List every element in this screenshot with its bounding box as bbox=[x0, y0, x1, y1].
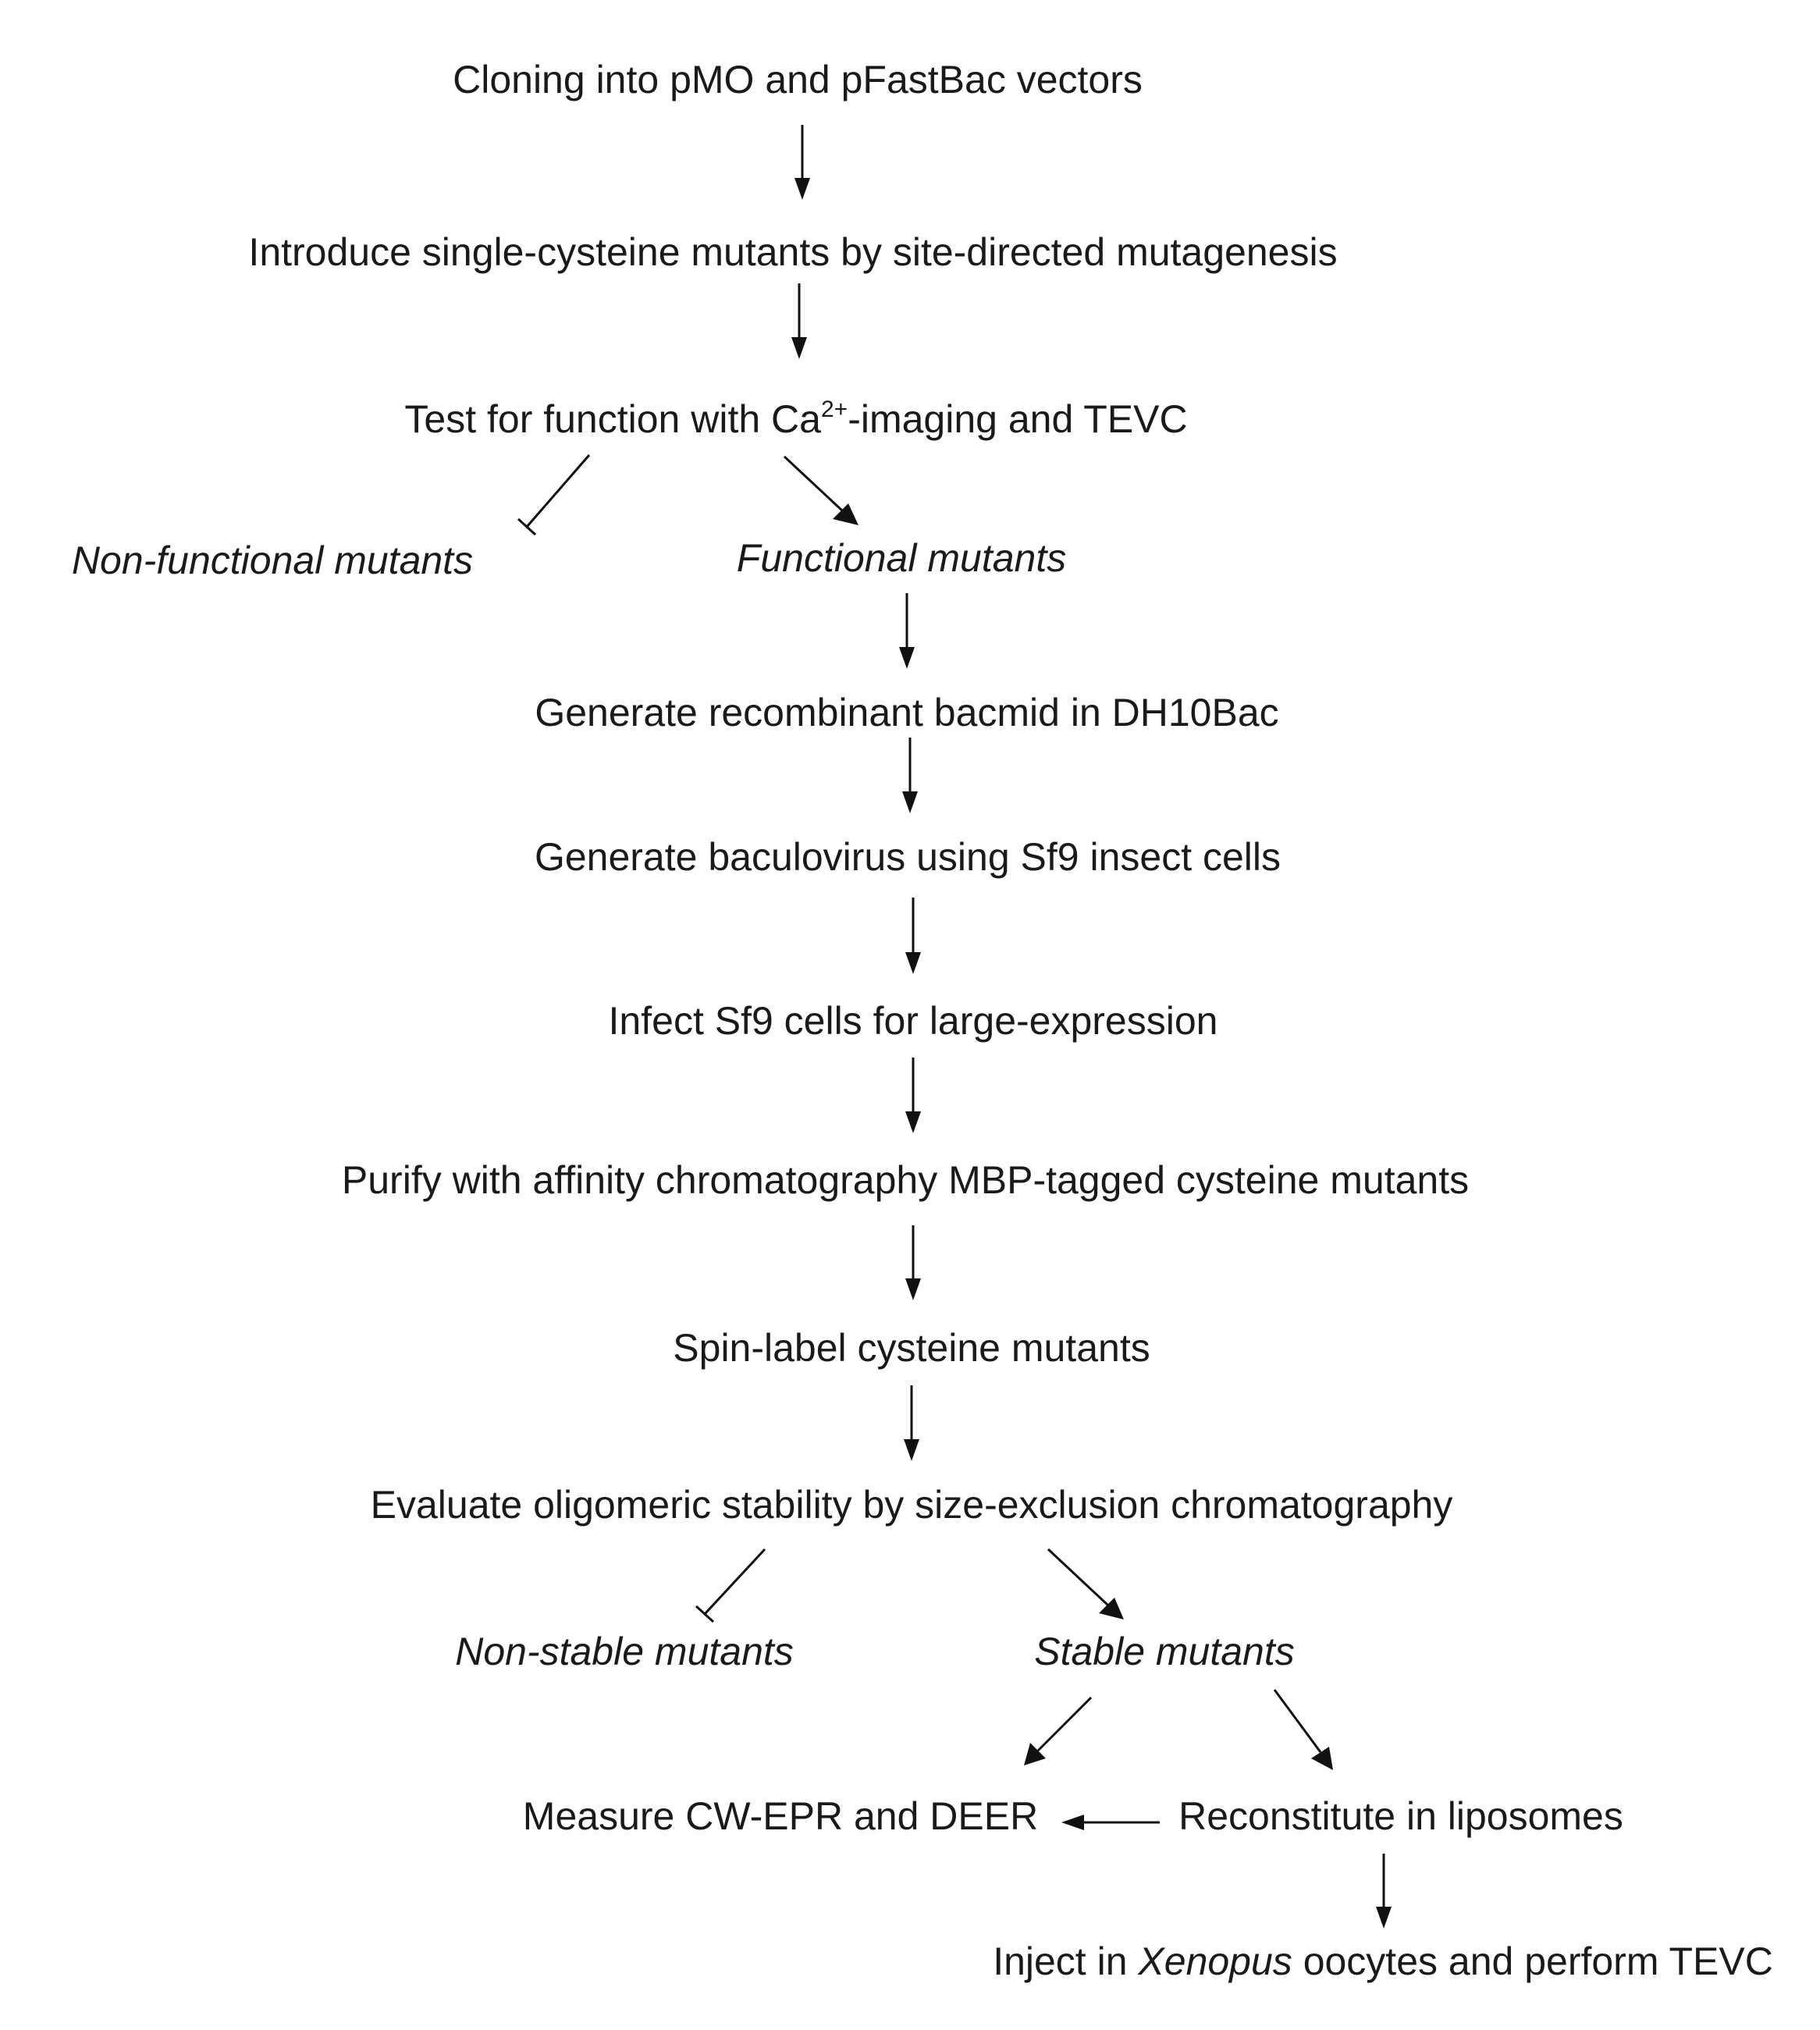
arrow-stable-to-measure bbox=[1024, 1696, 1093, 1765]
step-evaluate: Evaluate oligomeric stability by size-ex… bbox=[370, 1483, 1453, 1527]
step-baculovirus: Generate baculovirus using Sf9 insect ce… bbox=[534, 835, 1281, 879]
arrow-evaluate-to-stable bbox=[1047, 1548, 1124, 1619]
arrow-bacmid-to-baculovirus bbox=[902, 738, 918, 813]
arrow-cloning-to-mutagenesis bbox=[794, 125, 810, 200]
branch-stable: Stable mutants bbox=[1034, 1630, 1295, 1673]
inject-species: Xenopus bbox=[1138, 1939, 1292, 1983]
step-infect: Infect Sf9 cells for large-expression bbox=[608, 999, 1218, 1043]
step-reconstitute: Reconstitute in liposomes bbox=[1178, 1794, 1623, 1838]
step-inject: Inject in Xenopus oocytes and perform TE… bbox=[993, 1938, 1773, 1985]
test-function-prefix: Test for function with Ca bbox=[404, 397, 821, 441]
arrow-spin-label-to-evaluate bbox=[904, 1385, 919, 1461]
arrow-reconstitute-to-measure bbox=[1061, 1815, 1160, 1830]
arrow-mutagenesis-to-test bbox=[791, 283, 807, 359]
step-mutagenesis: Introduce single-cysteine mutants by sit… bbox=[248, 230, 1338, 274]
step-measure: Measure CW-EPR and DEER bbox=[522, 1794, 1039, 1838]
step-cloning: Cloning into pMO and pFastBac vectors bbox=[453, 58, 1143, 101]
arrow-functional-to-bacmid bbox=[899, 593, 915, 669]
arrow-stable-to-reconstitute bbox=[1273, 1689, 1333, 1770]
step-purify: Purify with affinity chromatography MBP-… bbox=[341, 1158, 1470, 1202]
branch-non-stable: Non-stable mutants bbox=[455, 1630, 794, 1673]
inject-prefix: Inject in bbox=[993, 1939, 1139, 1983]
arrow-test-to-functional bbox=[783, 455, 858, 525]
test-function-superscript: 2+ bbox=[820, 396, 848, 423]
inhibit-test-to-non-functional bbox=[517, 454, 591, 536]
inject-suffix: oocytes and perform TEVC bbox=[1292, 1939, 1773, 1983]
inhibit-evaluate-to-non-stable bbox=[695, 1548, 766, 1623]
test-function-suffix: -imaging and TEVC bbox=[848, 397, 1188, 441]
arrow-baculovirus-to-infect bbox=[905, 898, 921, 974]
step-test-function: Test for function with Ca2+-imaging and … bbox=[404, 396, 1187, 443]
branch-functional: Functional mutants bbox=[736, 536, 1067, 580]
arrow-infect-to-purify bbox=[905, 1058, 921, 1133]
arrow-purify-to-spin-label bbox=[905, 1225, 921, 1300]
branch-non-functional: Non-functional mutants bbox=[71, 539, 474, 582]
arrow-reconstitute-to-inject bbox=[1376, 1854, 1392, 1929]
step-bacmid: Generate recombinant bacmid in DH10Bac bbox=[535, 691, 1279, 734]
step-spin-label: Spin-label cysteine mutants bbox=[673, 1326, 1150, 1370]
